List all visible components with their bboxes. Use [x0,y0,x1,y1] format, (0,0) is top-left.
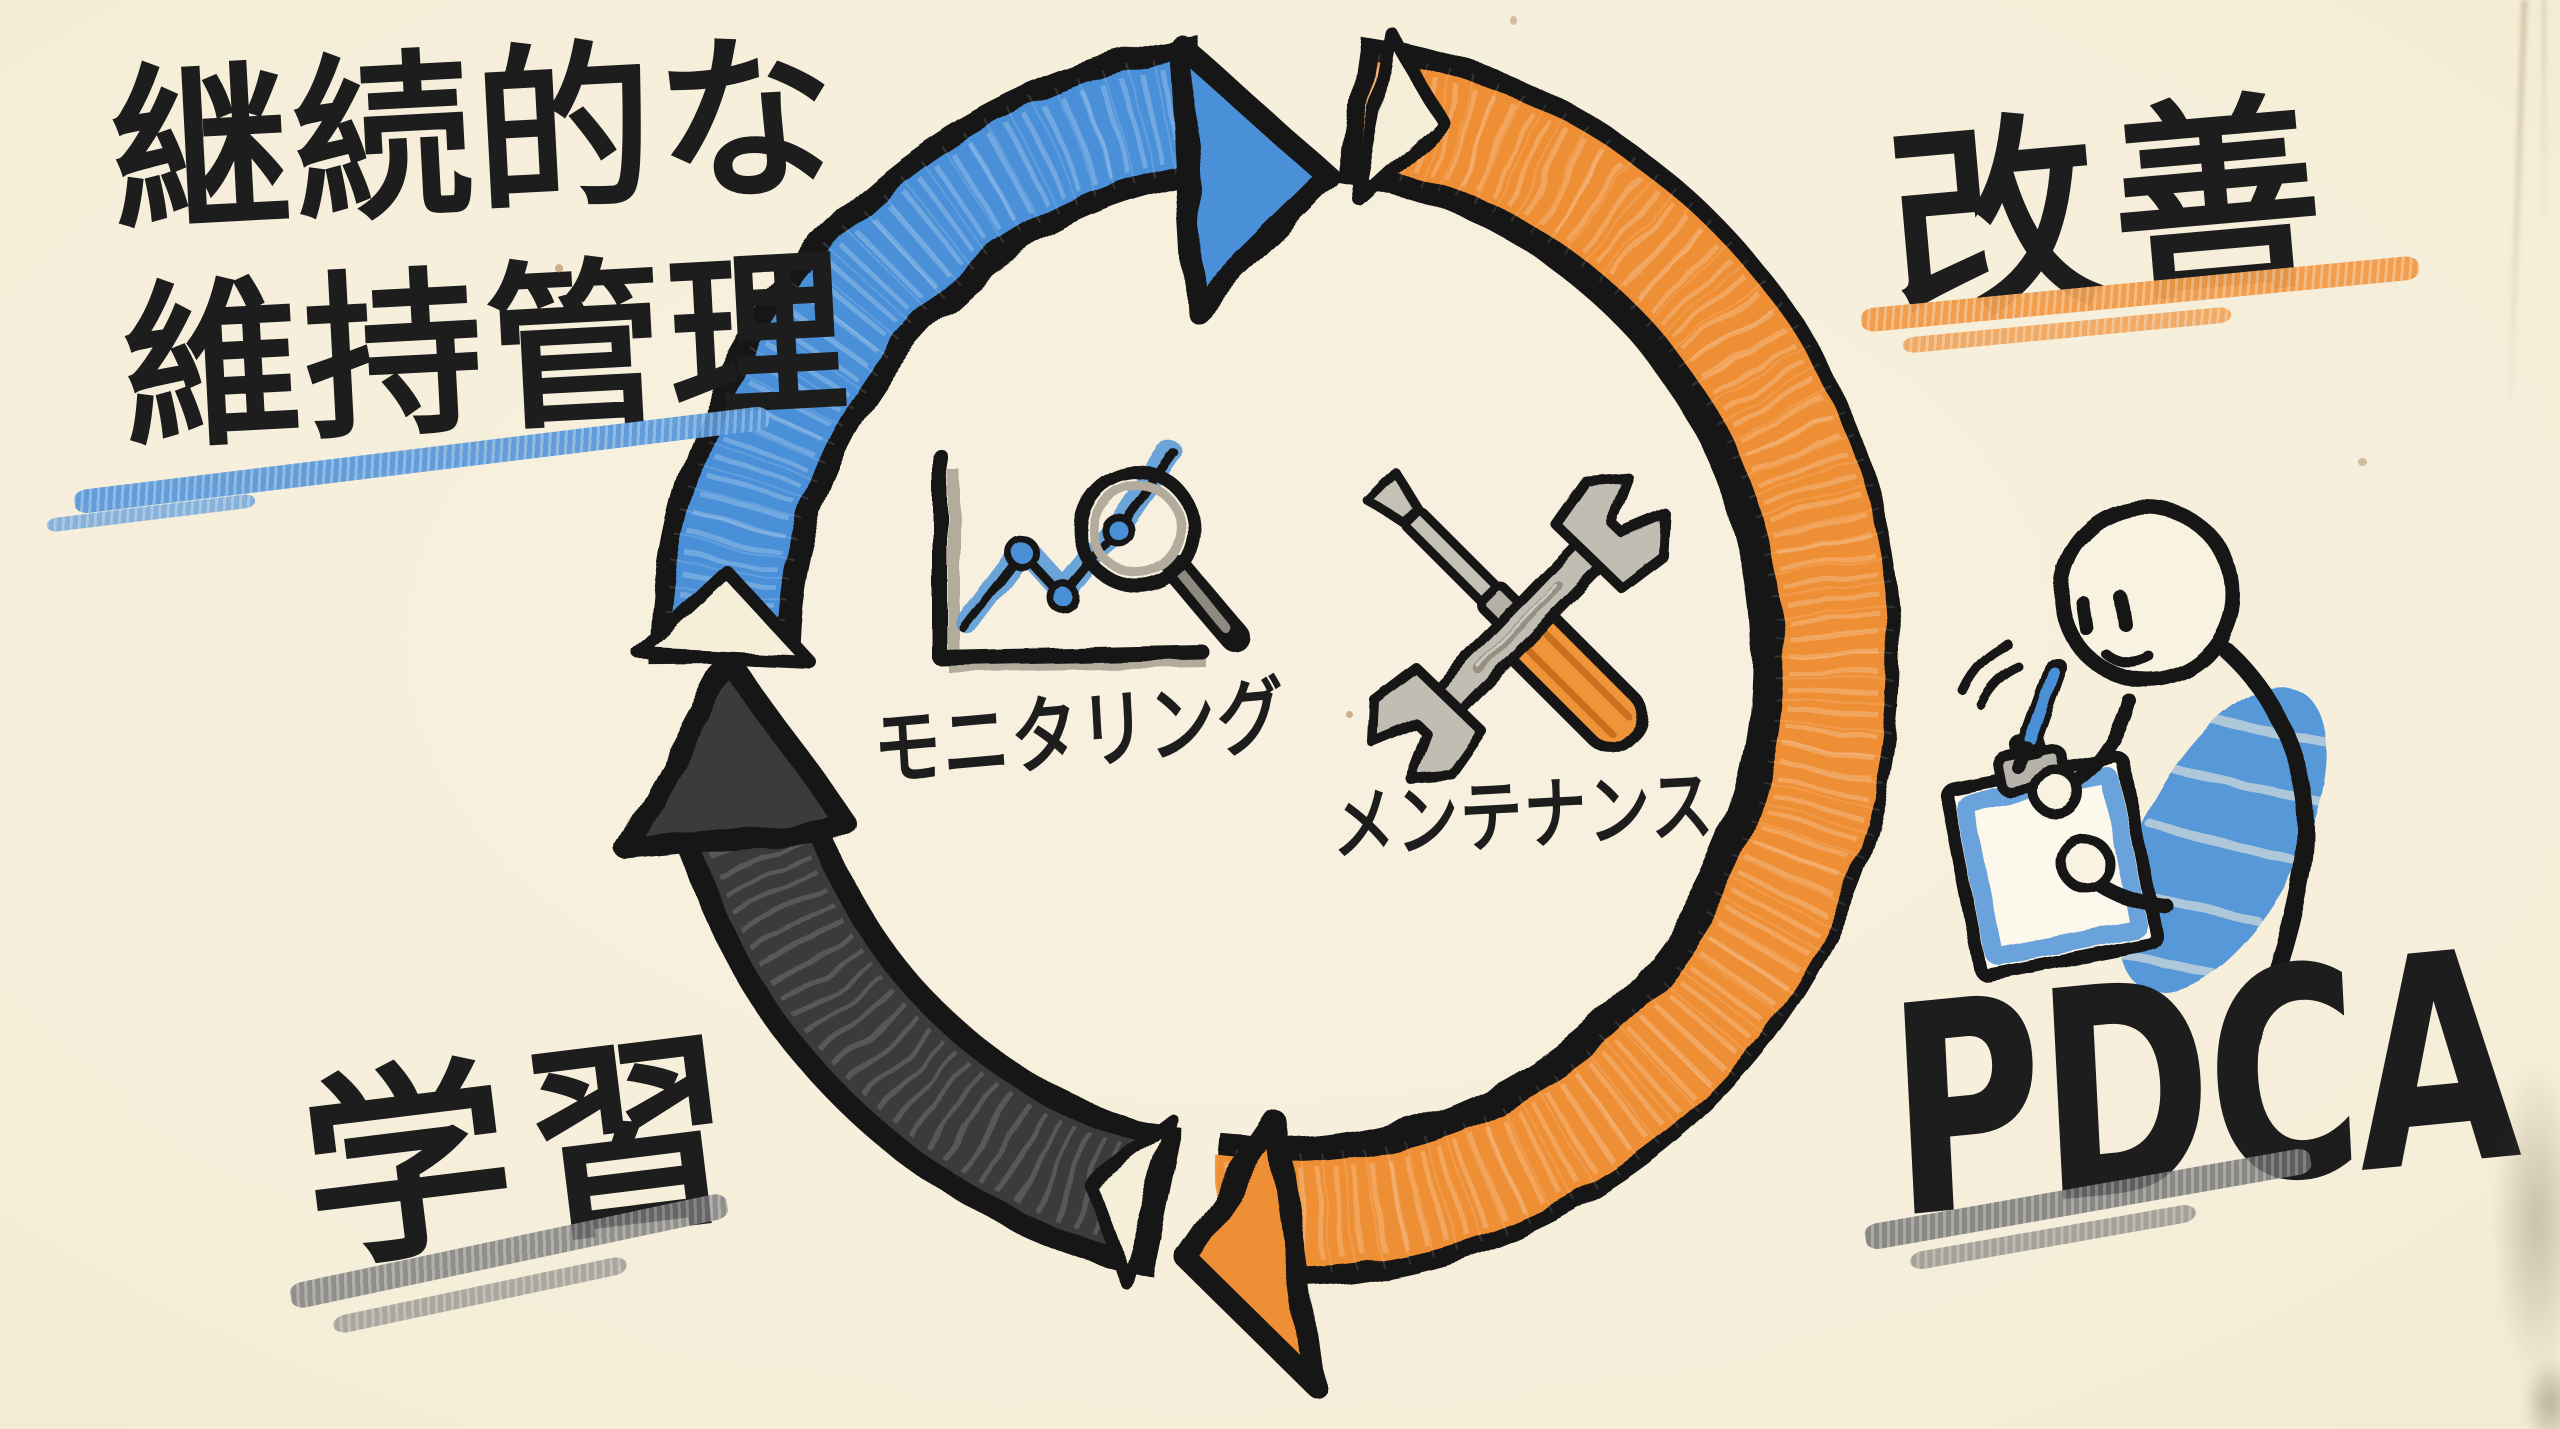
blue-arrowhead [1169,34,1341,321]
right-eye [2114,591,2132,631]
orange-arrow [1174,34,1901,1394]
dark-arrow [616,649,1185,1278]
motion-lines [1957,639,2023,709]
blue-tail-notch [633,565,817,669]
person-body-outline [2217,641,2314,1047]
dark-tail-notch [1083,1115,1181,1289]
blue-arrow [649,34,1341,666]
person-writing-clipboard [1940,500,2347,1047]
paper-smudge [2472,1000,2560,1429]
paper-speck [1346,711,1353,718]
cycle-diagram [616,25,1901,1394]
wrench-screwdriver-icon [1362,467,1671,784]
clipboard [1940,733,2164,982]
pen-icon [2012,657,2067,774]
wrench-icon [1367,472,1671,784]
person-hand-on-pen [2029,765,2083,819]
line-chart-magnifier-icon [932,440,1249,673]
paper-speck [1510,16,1517,25]
orange-tail-notch [1351,25,1449,205]
person-face [2075,591,2155,668]
person-head [2053,500,2241,688]
paper-smudge [2508,1330,2560,1429]
paper-speck [2358,458,2367,466]
person-hand-on-board [2057,835,2115,893]
paper-speck [555,264,563,273]
magnifier-icon [1073,465,1249,651]
screwdriver-icon [1362,467,1649,754]
left-eye [2075,595,2093,635]
orange-arrowhead [1174,1112,1324,1394]
label-maintenance: メンテナンス [1330,761,1717,872]
dark-arrowhead [616,649,861,861]
paper-crease [2542,0,2546,240]
mouth [2101,649,2155,668]
